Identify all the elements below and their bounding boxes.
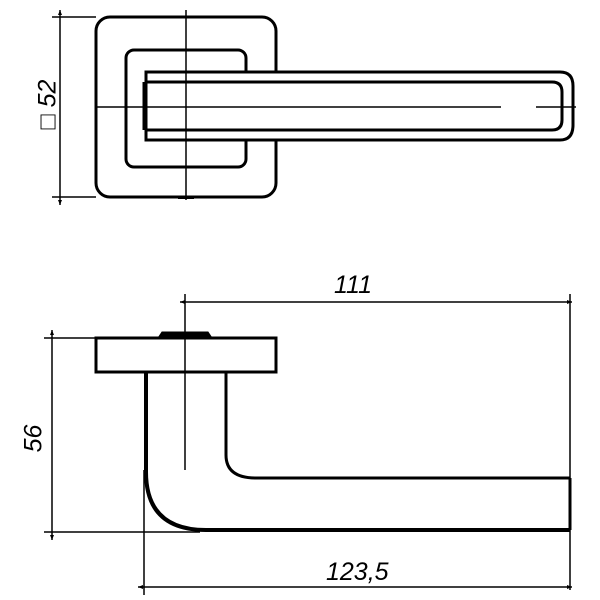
total-length-dimension-label: 123,5: [326, 558, 389, 586]
side-view: [44, 294, 572, 595]
lever-length-dimension-label: 111: [334, 271, 373, 299]
height-dimension-label: 56: [19, 424, 48, 453]
rosette-size-label: □ 52: [33, 79, 62, 130]
top-view: [52, 10, 576, 205]
